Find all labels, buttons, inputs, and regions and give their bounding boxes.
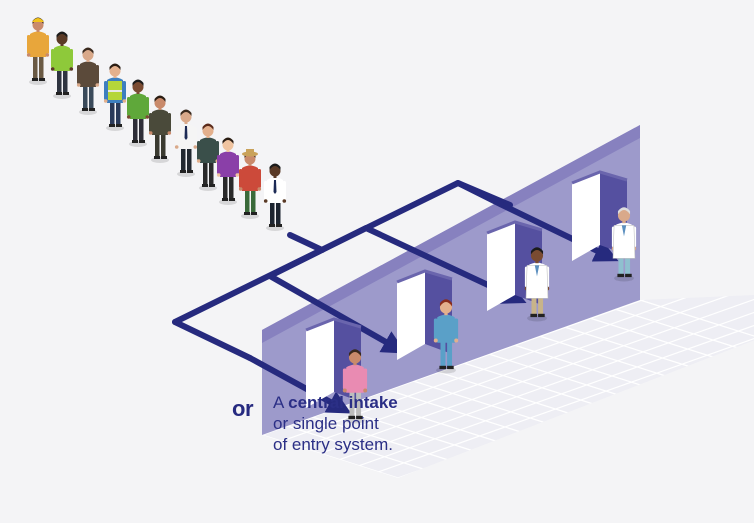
person-figure-icon: [26, 17, 50, 85]
queue-group: [26, 17, 287, 231]
caption-bold: central intake: [288, 393, 398, 412]
staff-figure-icon: [524, 247, 550, 322]
staff-group: [342, 207, 637, 424]
person-figure-icon: [148, 95, 172, 163]
person-figure-icon: [50, 31, 74, 99]
floor: [262, 295, 754, 478]
person-figure-icon: [196, 123, 220, 191]
person-figure-icon: [103, 63, 127, 131]
person-figure-icon: [216, 137, 240, 205]
person-figure-icon: [238, 149, 262, 219]
person-figure-icon: [76, 47, 100, 115]
clipped-heading: or: [232, 396, 254, 421]
caption-line1-prefix: A: [273, 393, 289, 412]
caption: A central intake or single point of entr…: [273, 392, 473, 455]
caption-line3: of entry system.: [273, 435, 393, 454]
person-figure-icon: [174, 109, 198, 177]
person-figure-icon: [126, 79, 150, 147]
staff-figure-icon: [611, 207, 637, 282]
staff-figure-icon: [433, 299, 459, 374]
staff-figure-icon: [342, 349, 368, 424]
caption-line2: or single point: [273, 414, 379, 433]
person-figure-icon: [263, 163, 287, 231]
open-door-icon: [571, 170, 628, 261]
